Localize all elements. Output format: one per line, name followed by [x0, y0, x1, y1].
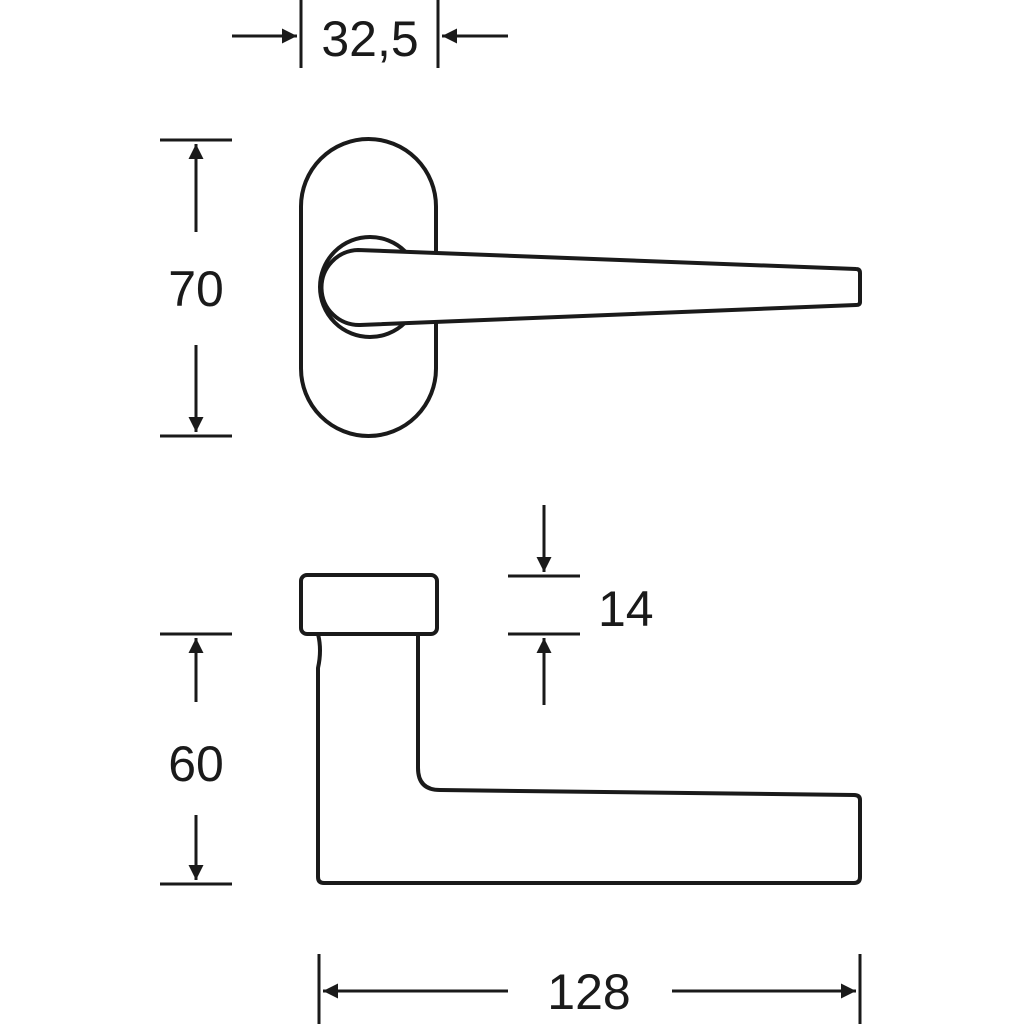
side-view [299, 573, 862, 885]
dimension-lever-length: 128 [317, 954, 862, 1024]
dimension-label-rose-width: 32,5 [321, 11, 418, 67]
lever-side [316, 632, 862, 885]
dimension-label-lever-projection: 60 [168, 736, 224, 792]
dimension-label-rose-thickness: 14 [598, 581, 654, 637]
dimension-label-rose-height: 70 [168, 261, 224, 317]
dimension-rose-width: 32,5 [232, 0, 508, 68]
lever-front [319, 248, 862, 328]
dimension-rose-height: 70 [160, 138, 232, 438]
dimension-rose-thickness: 14 [508, 505, 654, 705]
dimension-label-lever-length: 128 [547, 964, 630, 1020]
rose-side [299, 573, 439, 636]
dimension-lever-projection: 60 [160, 632, 232, 886]
front-view [299, 137, 862, 438]
